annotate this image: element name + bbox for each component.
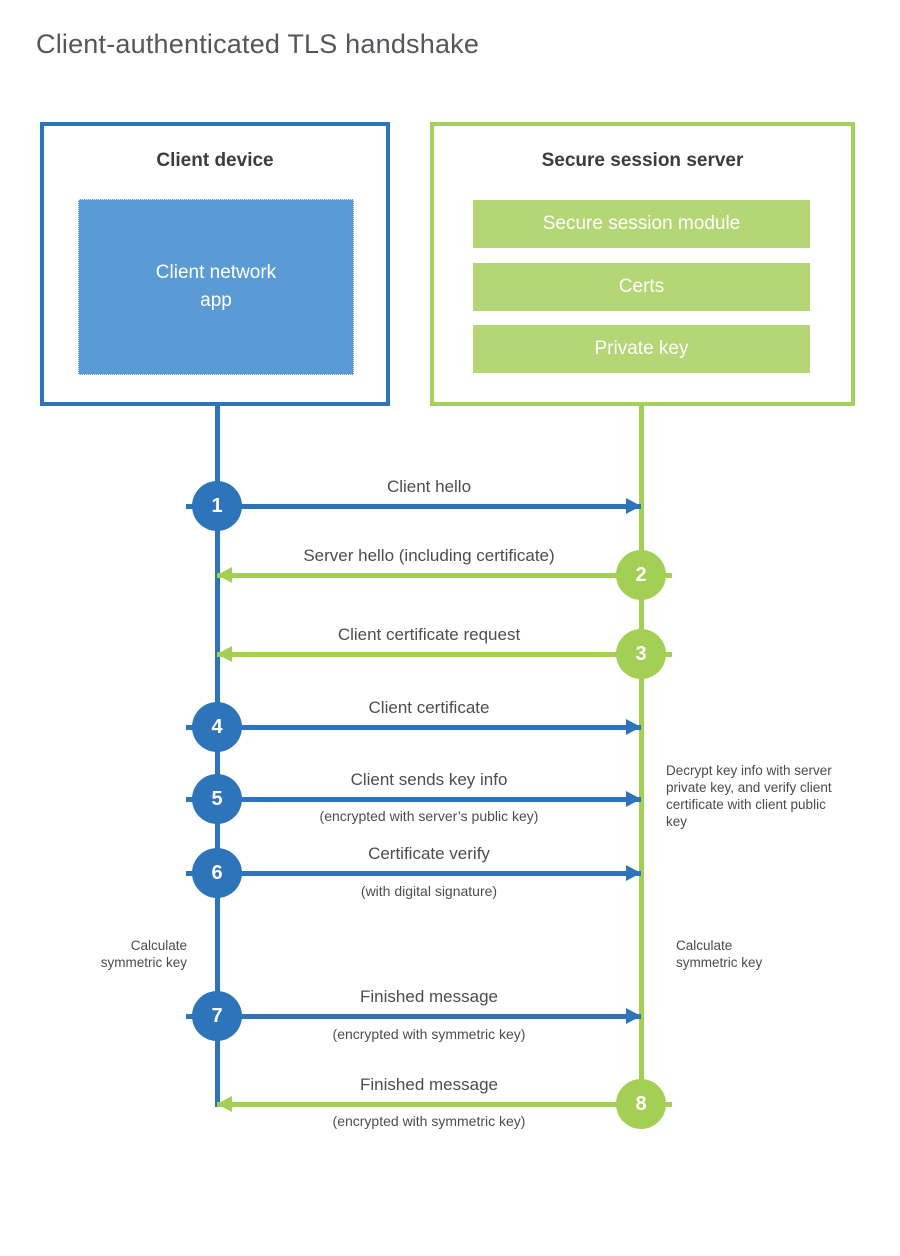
step-sublabel: (with digital signature)	[360, 883, 498, 899]
arrow-right	[186, 865, 641, 881]
diagram-title: Client-authenticated TLS handshake	[36, 29, 480, 59]
step-label: Server hello (including certificate)	[303, 546, 555, 565]
step-sublabel: (encrypted with server’s public key)	[319, 808, 539, 824]
client-device-title: Client device	[156, 150, 274, 171]
note-decrypt-key-info: Decrypt key info with server private key…	[666, 763, 832, 830]
arrow-right	[186, 1008, 641, 1024]
step-number-badge: 1	[192, 481, 242, 531]
step-number-badge: 4	[192, 702, 242, 752]
server-module-certs: Certs	[473, 263, 810, 311]
step-label: Finished message	[360, 987, 498, 1006]
step-number-badge: 8	[616, 1079, 666, 1129]
arrowhead-right-icon	[626, 791, 641, 807]
arrowhead-right-icon	[626, 498, 641, 514]
client-device-box: Client device Client network app	[40, 122, 390, 406]
client-lifeline	[215, 405, 220, 1107]
arrow-right	[186, 791, 641, 807]
arrow-left	[217, 1096, 672, 1112]
secure-session-server-box: Secure session server Secure session mod…	[430, 122, 855, 406]
step-number-badge: 6	[192, 848, 242, 898]
step-sublabel: (encrypted with symmetric key)	[332, 1026, 526, 1042]
step-label: Client certificate request	[337, 625, 521, 644]
arrow-left	[217, 567, 672, 583]
arrowhead-left-icon	[217, 1096, 232, 1112]
server-module-secure-session: Secure session module	[473, 200, 810, 248]
step-label: Client certificate	[368, 698, 490, 717]
arrowhead-left-icon	[217, 646, 232, 662]
step-label: Client hello	[386, 477, 472, 496]
step-number-badge: 5	[192, 774, 242, 824]
note-calculate-symmetric-key-server: Calculate symmetric key	[676, 938, 763, 971]
server-lifeline	[639, 405, 644, 1129]
arrowhead-right-icon	[626, 719, 641, 735]
arrowhead-left-icon	[217, 567, 232, 583]
secure-session-server-title: Secure session server	[541, 150, 744, 171]
step-number-badge: 7	[192, 991, 242, 1041]
step-number-badge: 3	[616, 629, 666, 679]
step-sublabel: (encrypted with symmetric key)	[332, 1113, 526, 1129]
arrowhead-right-icon	[626, 1008, 641, 1024]
step-label: Certificate verify	[368, 844, 490, 863]
arrow-right	[186, 498, 641, 514]
arrowhead-right-icon	[626, 865, 641, 881]
step-number-badge: 2	[616, 550, 666, 600]
note-calculate-symmetric-key-client: Calculate symmetric key	[100, 938, 187, 971]
server-module-private-key: Private key	[473, 325, 810, 373]
step-label: Finished message	[360, 1075, 498, 1094]
arrow-left	[217, 646, 672, 662]
step-label: Client sends key info	[350, 770, 508, 789]
arrow-right	[186, 719, 641, 735]
client-network-app-box: Client network app	[78, 199, 354, 375]
